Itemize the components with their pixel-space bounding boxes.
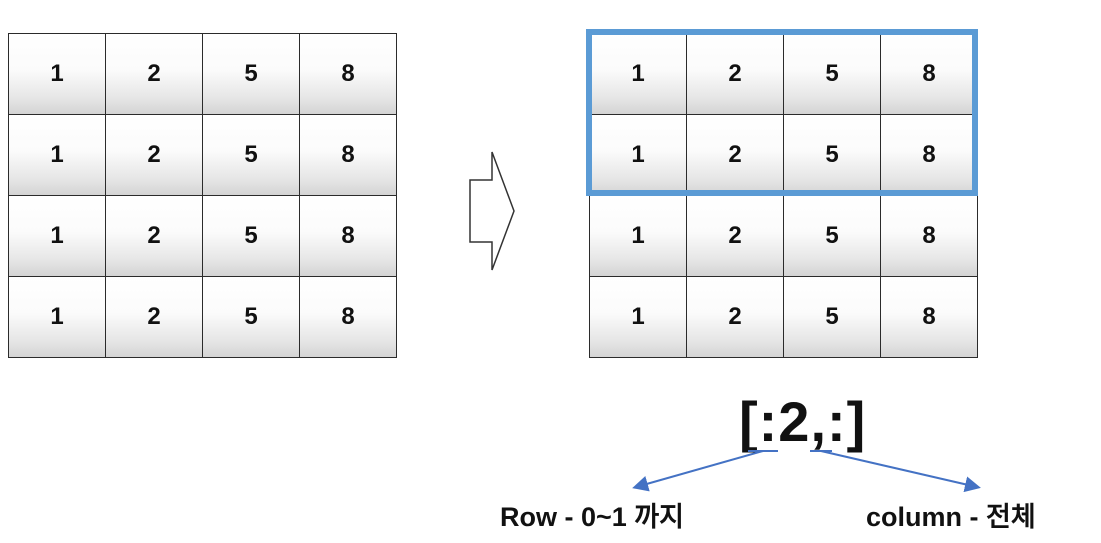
matrix-cell: 5 (203, 277, 300, 358)
matrix-cell: 2 (106, 34, 203, 115)
matrix-cell: 8 (300, 34, 397, 115)
slice-expression: [:2,:] (739, 390, 867, 453)
matrix-cell: 8 (300, 277, 397, 358)
column-arrow (820, 450, 981, 493)
matrix-cell: 1 (9, 277, 106, 358)
matrix-cell: 5 (784, 115, 881, 196)
annotation-arrows (632, 450, 981, 493)
matrix-cell: 1 (590, 277, 687, 358)
matrix-cell: 5 (784, 196, 881, 277)
matrix-cell: 2 (687, 115, 784, 196)
column-annotation-label: column - 전체 (866, 502, 1036, 532)
transform-arrow-icon (469, 151, 515, 271)
matrix-cell: 2 (106, 196, 203, 277)
matrix-cell: 1 (590, 34, 687, 115)
matrix-cell: 5 (203, 196, 300, 277)
matrix-cell: 8 (881, 34, 978, 115)
matrix-cell: 8 (881, 277, 978, 358)
row-arrow (632, 450, 764, 492)
matrix-cell: 2 (687, 34, 784, 115)
matrix-cell: 1 (9, 115, 106, 196)
matrix-cell: 1 (590, 196, 687, 277)
matrix-cell: 2 (687, 196, 784, 277)
matrix-cell: 8 (881, 115, 978, 196)
matrix-cell: 5 (784, 277, 881, 358)
matrix-cell: 8 (300, 115, 397, 196)
matrix-cell: 5 (784, 34, 881, 115)
matrix-cell: 5 (203, 34, 300, 115)
matrix-cell: 2 (106, 277, 203, 358)
matrix-cell: 5 (203, 115, 300, 196)
matrix-cell: 1 (9, 196, 106, 277)
matrix-cell: 1 (9, 34, 106, 115)
matrix-cell: 1 (590, 115, 687, 196)
matrix-cell: 2 (106, 115, 203, 196)
row-annotation-label: Row - 0~1 까지 (500, 502, 684, 532)
matrix-cell: 2 (687, 277, 784, 358)
matrix-cell: 8 (300, 196, 397, 277)
matrix-cell: 8 (881, 196, 978, 277)
